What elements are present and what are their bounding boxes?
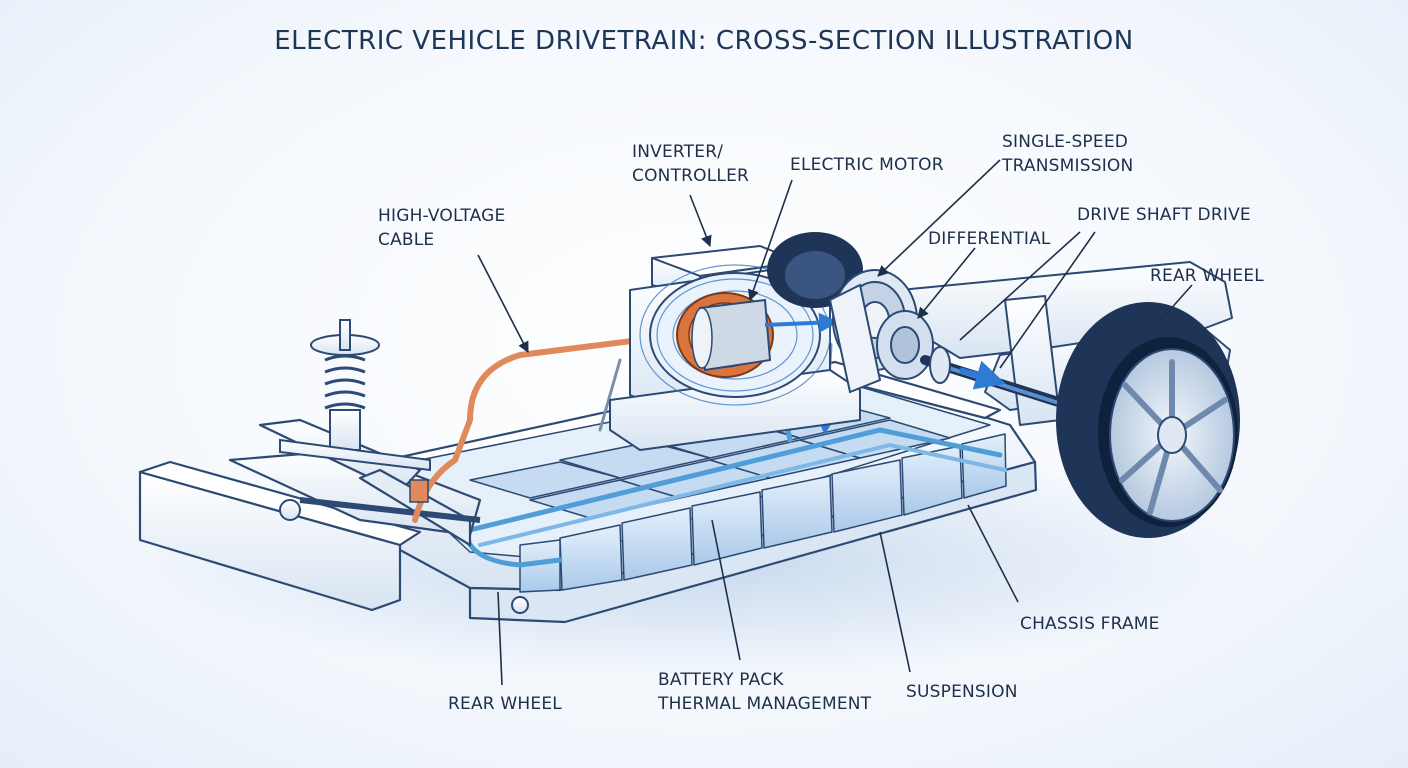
label-high-voltage-cable: HIGH-VOLTAGE CABLE [378,204,505,252]
hv-connector [409,479,429,503]
label-differential: DIFFERENTIAL [928,229,1051,249]
label-inverter-line1: INVERTER/ [632,142,724,162]
leader-inverter [689,194,712,248]
transmission-gears [828,269,934,394]
label-rear-wheel-right: REAR WHEEL [1150,266,1264,286]
label-electric-motor: ELECTRIC MOTOR [790,155,944,175]
label-hv-line2: CABLE [378,230,435,250]
label-battery-pack: BATTERY PACK THERMAL MANAGEMENT [658,668,871,716]
upper-tire [767,232,863,308]
label-suspension: SUSPENSION [906,682,1018,702]
leader-lines [477,159,1193,686]
leader-chassis-frame [967,504,1019,603]
label-inverter-controller: INVERTER/ CONTROLLER [632,140,749,188]
leader-drive-shaft-b [999,231,1096,369]
leader-transmission [877,159,1001,277]
leader-suspension [879,531,911,673]
diagram-title: ELECTRIC VEHICLE DRIVETRAIN: CROSS-SECTI… [274,26,1134,56]
leader-differential [917,247,976,319]
label-inverter-line2: CONTROLLER [632,166,750,186]
leader-electric-motor [748,179,793,302]
label-rear-wheel-bottom: REAR WHEEL [448,694,562,714]
label-drive-shaft: DRIVE SHAFT DRIVE [1077,205,1251,225]
label-transmission-line2: TRANSMISSION [1002,156,1134,176]
label-chassis-frame: CHASSIS FRAME [1020,614,1160,634]
label-battery-line1: BATTERY PACK [658,670,784,690]
label-transmission-line1: SINGLE-SPEED [1002,132,1129,152]
electric-motor [639,264,839,406]
label-transmission: SINGLE-SPEED TRANSMISSION [1002,130,1133,178]
leader-drive-shaft-a [959,231,1081,341]
label-hv-line1: HIGH-VOLTAGE [378,206,506,226]
leader-battery [711,519,741,661]
leader-hv-cable [477,254,529,353]
suspension-strut [279,319,529,614]
label-battery-line2: THERMAL MANAGEMENT [658,694,872,714]
rear-wheel [1056,302,1240,538]
leader-rear-wheel-bottom [497,591,503,686]
leader-rear-wheel [1151,284,1193,331]
